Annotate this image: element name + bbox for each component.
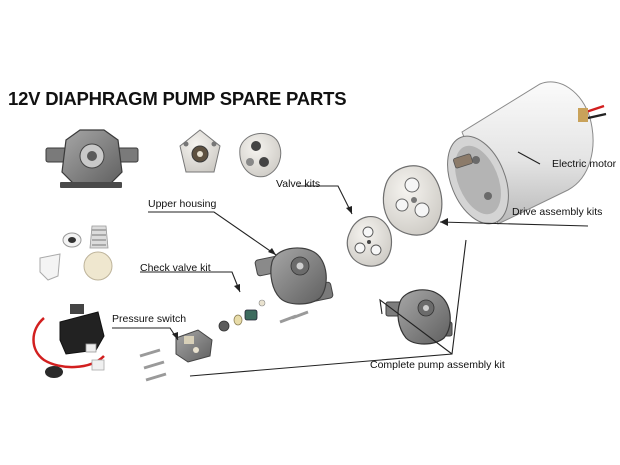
complete-pump-image: [385, 289, 453, 345]
label-pressure-switch: Pressure switch: [112, 313, 187, 325]
upper-housing-image: [254, 247, 334, 305]
arrowheads: [172, 206, 448, 340]
valve-kit-image: [346, 215, 393, 267]
label-drive-assembly-kits: Drive assembly kits: [512, 206, 603, 218]
valve-plates-image: [179, 129, 282, 178]
pressure-switch-image: [32, 304, 105, 378]
switch-body-image: [175, 329, 213, 363]
check-valve-kit-image: [218, 299, 266, 332]
electric-motor-image: [447, 81, 607, 225]
pump-head-image: [45, 129, 139, 188]
screws-image: [139, 310, 309, 382]
label-upper-housing: Upper housing: [148, 198, 217, 210]
check-valve-parts-image: [39, 225, 113, 281]
label-check-valve-kit: Check valve kit: [140, 262, 211, 274]
page-title: 12V DIAPHRAGM PUMP SPARE PARTS: [8, 88, 347, 109]
label-complete-pump-assembly-kit: Complete pump assembly kit: [370, 359, 505, 371]
drive-assembly-image: [382, 165, 443, 236]
label-valve-kits: Valve kits: [276, 178, 321, 190]
label-electric-motor: Electric motor: [552, 158, 617, 170]
